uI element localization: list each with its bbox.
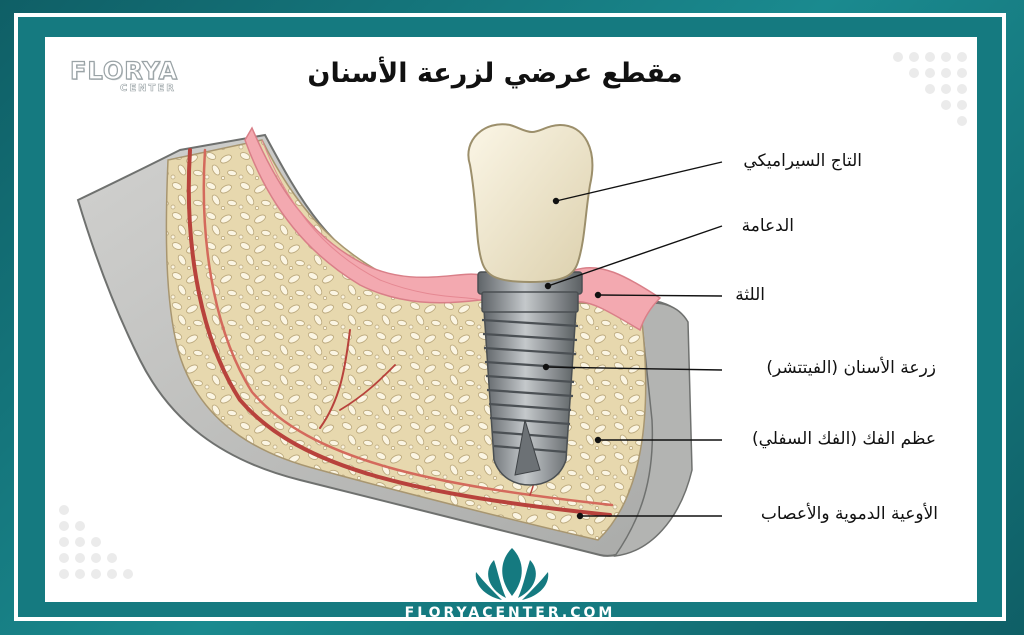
footer-website: FLORYACENTER.COM <box>404 605 616 621</box>
ceramic-crown <box>467 123 594 284</box>
brand-logo: FLORYA CENTER <box>69 57 188 94</box>
brand-logo-name: FLORYA <box>69 57 179 85</box>
brand-logo-sub: CENTER <box>120 83 176 95</box>
jaw-cut-face <box>613 302 693 557</box>
implant-fixture <box>481 309 579 486</box>
label-gum: اللثة <box>735 285 765 305</box>
label-jawbone: عظم الفك (الفك السفلي) <box>751 429 936 449</box>
decor-dots-top-right <box>893 52 967 126</box>
label-crown: التاج السيراميكي <box>743 151 862 171</box>
label-abutment: الدعامة <box>741 216 794 236</box>
page-title: مقطع عرضي لزرعة الأسنان <box>307 58 683 89</box>
label-implant: زرعة الأسنان (الفيتتشر) <box>766 358 936 378</box>
decor-dots-bottom-left <box>59 505 133 579</box>
lotus-logo <box>475 548 549 600</box>
label-vessels: الأوعية الدموية والأعصاب <box>760 504 938 524</box>
leader-lines <box>542 161 723 520</box>
